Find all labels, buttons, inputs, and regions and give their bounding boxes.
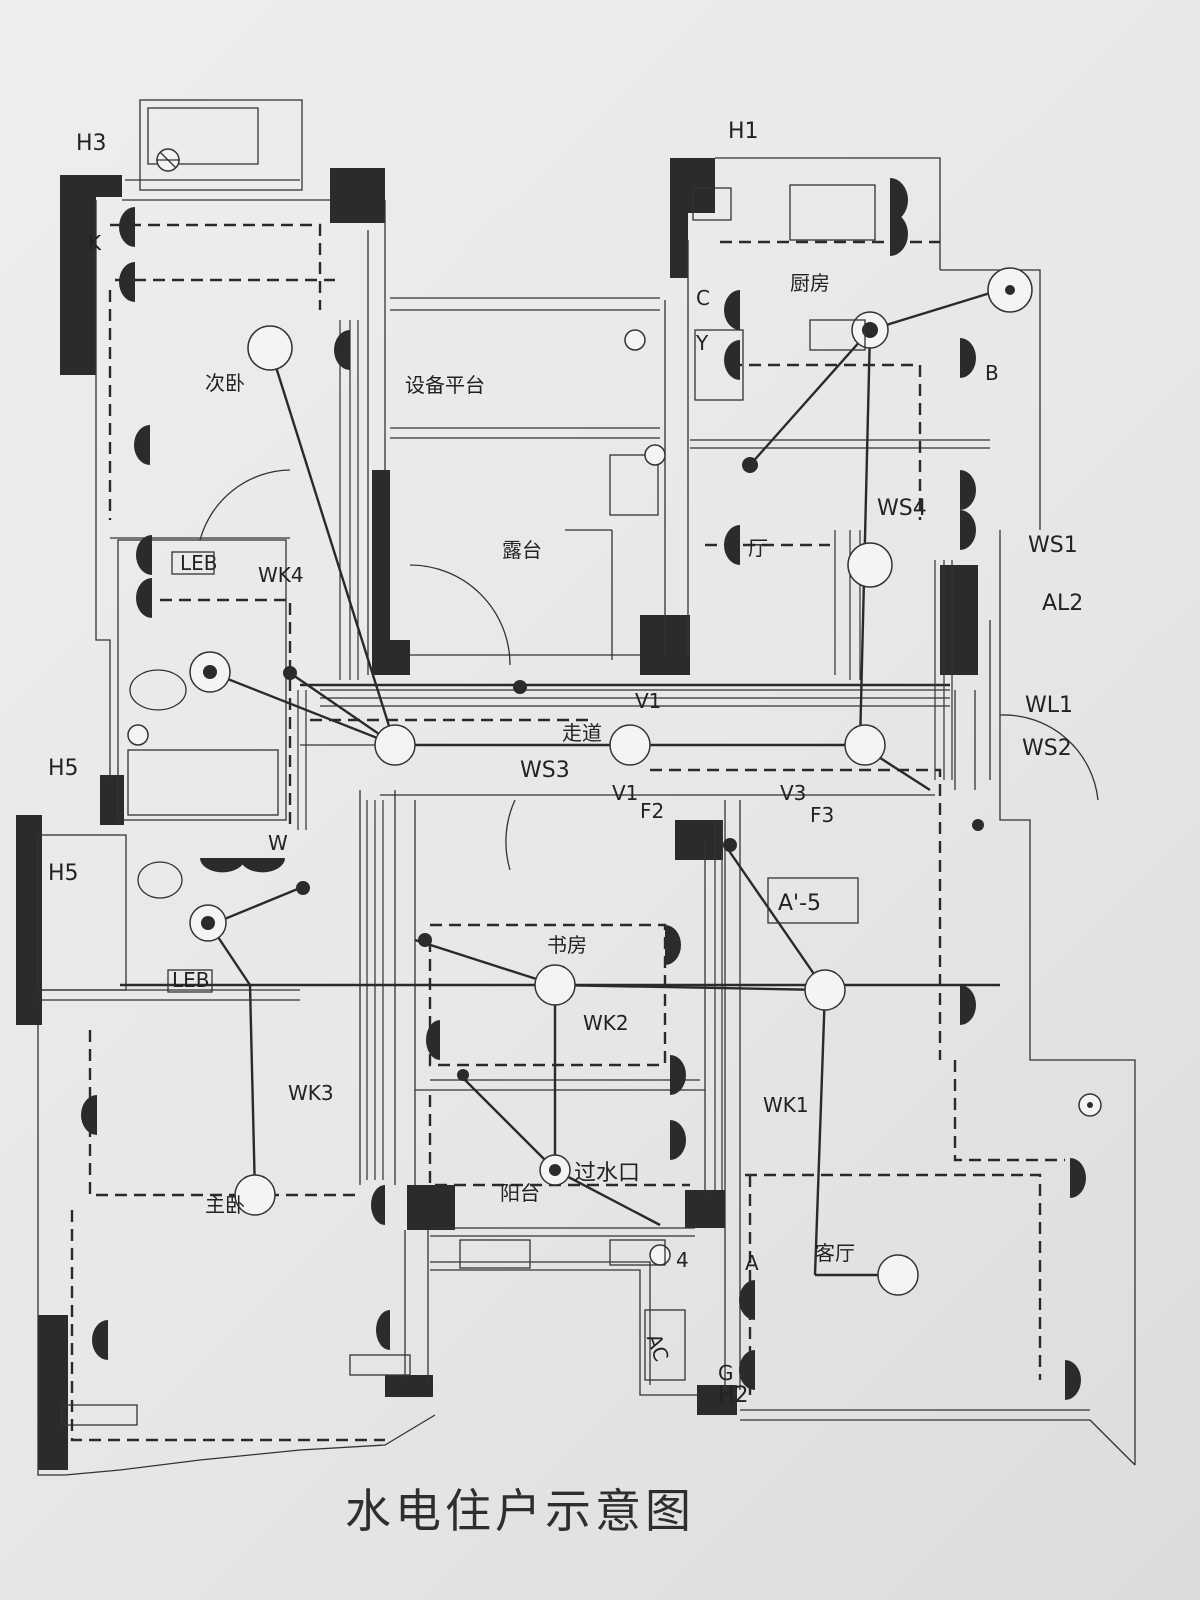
wall-outlines xyxy=(37,99,1136,1476)
small-marks: K C Y B G A W xyxy=(88,231,999,1385)
label-leb-upper: LEB xyxy=(180,551,218,575)
label-v1-a: V1 xyxy=(635,689,661,713)
mark-k: K xyxy=(88,231,102,255)
circuit-labels: H1 H2 H3 4 H5 H5 WK1 WK2 WK3 WK4 WS1 WS2… xyxy=(48,119,1083,1408)
room-dining: 厅 xyxy=(748,536,768,560)
label-drop-point: 过水口 xyxy=(574,1161,640,1186)
label-wk2: WK2 xyxy=(583,1011,629,1035)
walls xyxy=(16,158,978,1470)
label-v3: V3 xyxy=(780,781,806,805)
dashed-outlines xyxy=(70,223,1065,1442)
fixtures xyxy=(127,148,866,1381)
mark-a: A xyxy=(745,1251,759,1275)
label-h1: H1 xyxy=(728,119,759,144)
mark-w: W xyxy=(268,831,288,855)
label-ws3: WS3 xyxy=(520,758,570,783)
label-ws1: WS1 xyxy=(1028,533,1078,558)
mark-b: B xyxy=(985,361,999,385)
room-equipment-platform: 设备平台 xyxy=(405,373,485,397)
pipe-bundles xyxy=(297,320,953,1190)
room-kitchen: 厨房 xyxy=(790,271,830,295)
room-second-bedroom: 次卧 xyxy=(205,371,245,395)
label-leb-lower: LEB xyxy=(172,968,210,992)
mark-c: C xyxy=(696,286,710,310)
label-al2: AL2 xyxy=(1042,591,1083,616)
label-ws4: WS4 xyxy=(877,496,927,521)
mark-g: G xyxy=(718,1361,734,1385)
room-master-bedroom: 主卧 xyxy=(205,1193,245,1217)
label-h5-upper: H5 xyxy=(48,756,79,781)
sockets xyxy=(81,178,1086,1400)
room-corridor: 走道 xyxy=(562,721,602,745)
room-balcony: 阳台 xyxy=(500,1181,540,1205)
junction-dots xyxy=(283,457,984,1081)
label-ws2: WS2 xyxy=(1022,736,1072,761)
label-f2: F2 xyxy=(640,799,664,823)
label-h2: H2 xyxy=(718,1383,749,1408)
drawing-title: 水电住户示意图 xyxy=(345,1484,695,1538)
label-h3: H3 xyxy=(76,131,107,156)
label-h4: 4 xyxy=(676,1248,689,1272)
room-terrace: 露台 xyxy=(502,538,542,562)
label-a5: A'-5 xyxy=(778,891,821,916)
label-wk4: WK4 xyxy=(258,563,304,587)
label-wk3: WK3 xyxy=(288,1081,334,1105)
label-f3: F3 xyxy=(810,803,834,827)
mark-y: Y xyxy=(695,331,709,355)
label-v1-b: V1 xyxy=(612,781,638,805)
label-ac: AC xyxy=(642,1331,674,1365)
room-living: 客厅 xyxy=(815,1241,855,1265)
label-wl1: WL1 xyxy=(1025,693,1073,718)
ceiling-lamps xyxy=(189,267,1102,1296)
room-labels: 次卧 设备平台 露台 厨房 厅 走道 书房 阳台 主卧 客厅 xyxy=(205,271,855,1265)
label-h5-lower: H5 xyxy=(48,861,79,886)
room-study: 书房 xyxy=(547,933,587,957)
label-wk1: WK1 xyxy=(763,1093,809,1117)
